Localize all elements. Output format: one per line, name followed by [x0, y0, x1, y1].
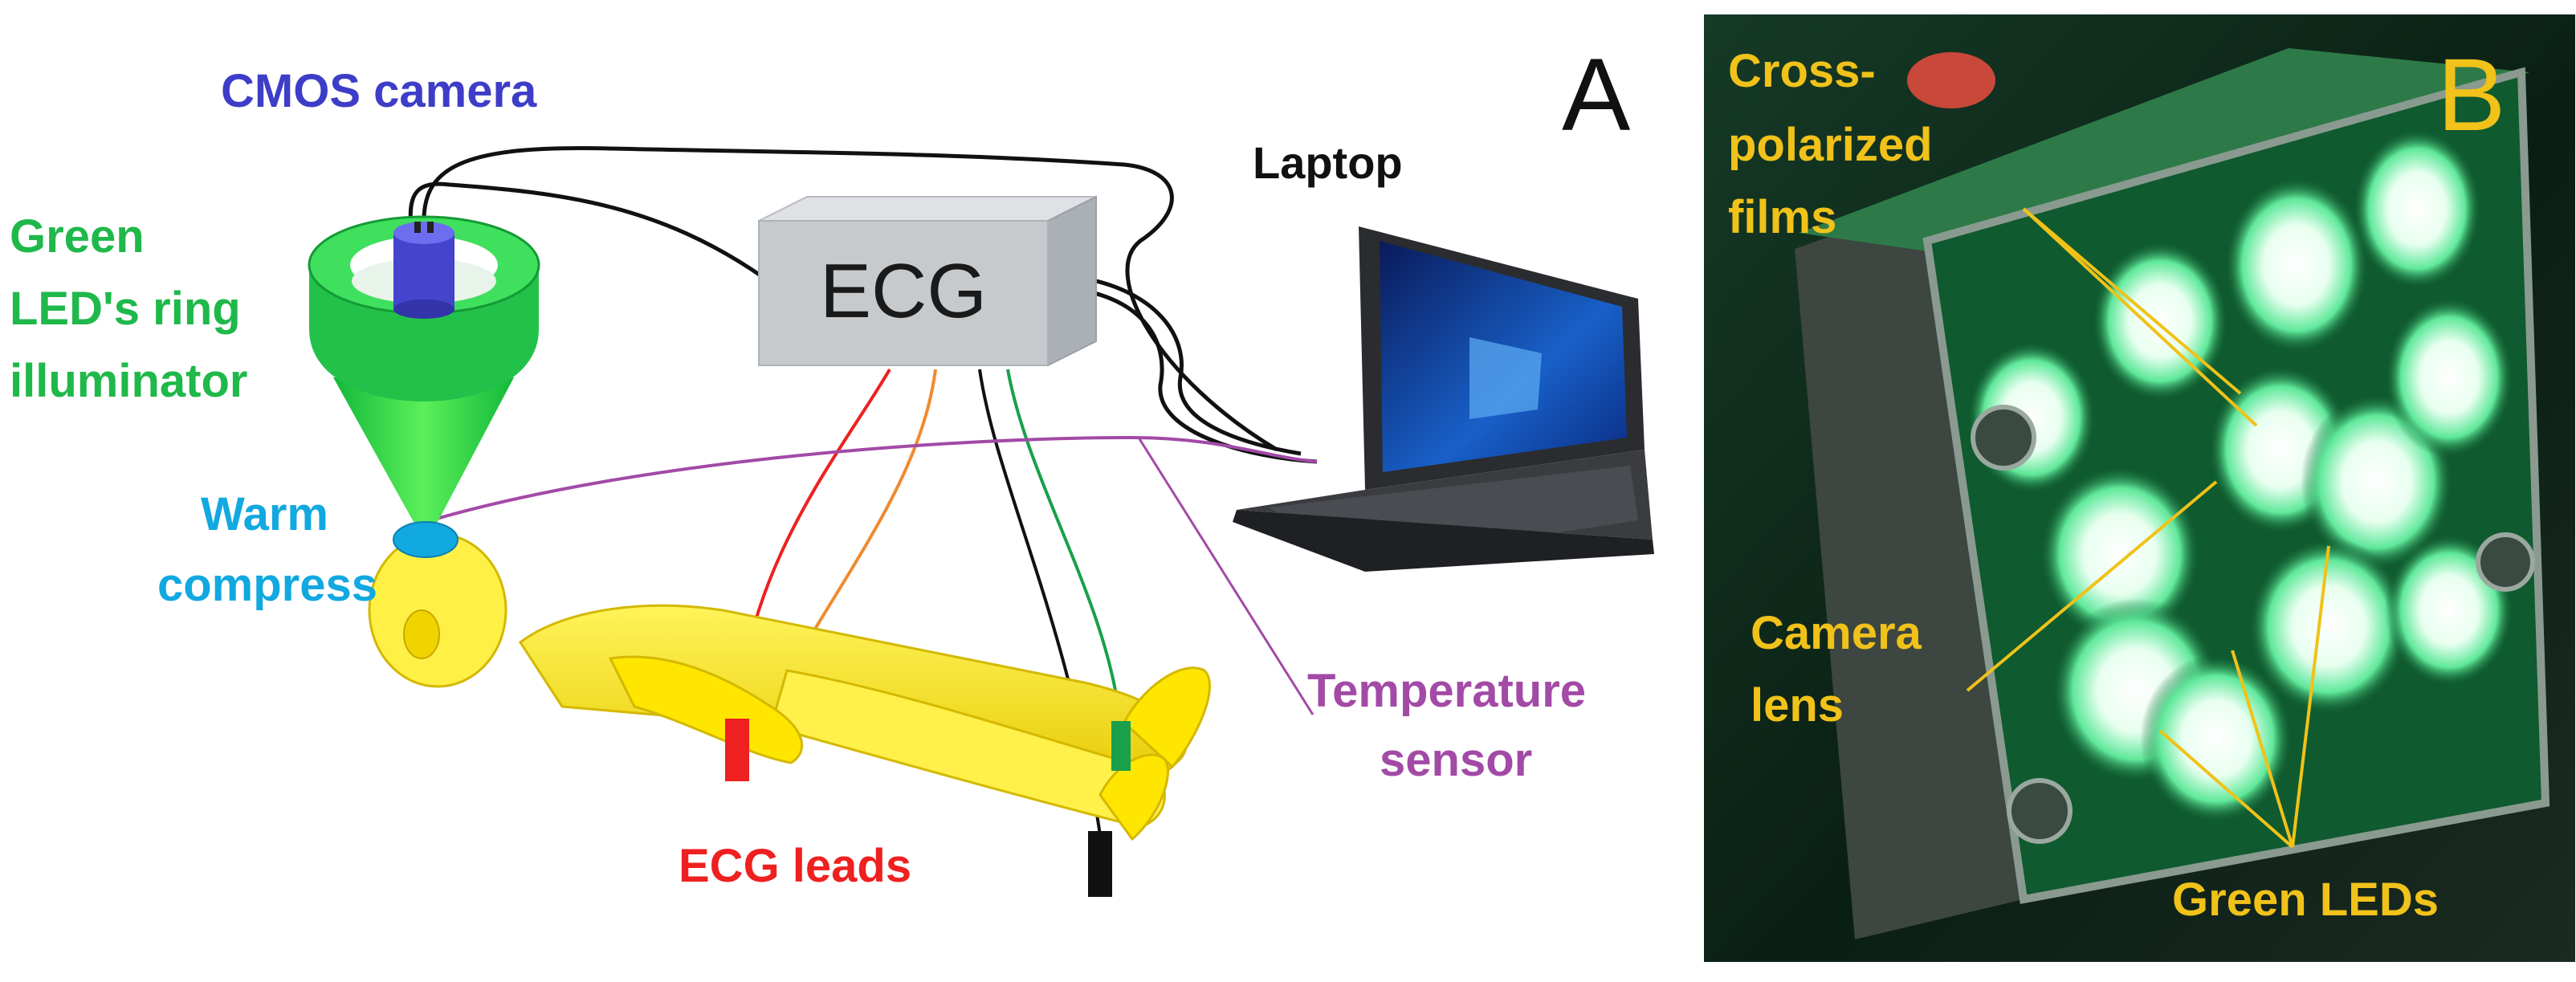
- leds-pointer-2: [2231, 650, 2294, 848]
- ring-label-line2: LED's ring: [10, 283, 241, 335]
- ecg-box-label: ECG: [820, 248, 987, 334]
- ecg-leads-label: ECG leads: [679, 840, 911, 892]
- electrode-black: [1088, 831, 1112, 897]
- device-side: [1795, 201, 2024, 939]
- lens-pointer: [1966, 480, 2218, 692]
- ring-label-line1: Green: [10, 210, 145, 263]
- mannequin: [368, 532, 1211, 841]
- light-cone: [333, 377, 514, 522]
- laptop: [1233, 226, 1654, 572]
- leds-label: Green LEDs: [2172, 874, 2439, 926]
- lens-label-line1: Camera: [1751, 607, 1922, 659]
- warm-label-line1: Warm: [201, 488, 328, 540]
- ecg-to-laptop-cable-1: [1075, 275, 1302, 456]
- temperature-pointer: [1137, 437, 1314, 715]
- mannequin-left-foot: [1123, 666, 1211, 769]
- ecg-to-laptop-cable-2: [1075, 287, 1318, 464]
- temperature-label-line1: Temperature: [1307, 665, 1586, 717]
- electrode-red: [725, 719, 749, 781]
- electrode-green: [1111, 721, 1131, 771]
- leds-pointer-3: [2291, 545, 2330, 848]
- panel-b-photo: Cross- polarized films Camera lens Green…: [1704, 14, 2575, 962]
- temperature-wire: [425, 435, 1318, 524]
- warm-compress: [393, 521, 459, 558]
- panel-b-letter: B: [2437, 38, 2505, 153]
- cmos-camera-label: CMOS camera: [221, 65, 537, 117]
- mannequin-head: [368, 532, 507, 688]
- warm-label-line2: compress: [157, 559, 377, 611]
- leds-pointer-1: [2158, 729, 2294, 849]
- films-label-line2: polarized: [1728, 119, 1933, 171]
- films-label-line1: Cross-: [1728, 45, 1876, 97]
- camera-cable-2: [408, 181, 764, 279]
- lead-wire-orange: [805, 369, 937, 644]
- ecg-box: ECG: [758, 195, 1097, 367]
- lead-wire-green: [1006, 369, 1122, 723]
- mannequin-arm: [608, 655, 804, 764]
- cmos-camera: [393, 222, 454, 319]
- films-label-line3: films: [1728, 191, 1836, 243]
- ring-label-line3: illuminator: [10, 355, 247, 407]
- device-top: [1799, 48, 2529, 265]
- panel-a: ECG: [10, 38, 1654, 897]
- films-pointer-1: [2022, 207, 2258, 427]
- temperature-label-line2: sensor: [1380, 734, 1532, 786]
- panel-a-letter: A: [1562, 38, 1631, 153]
- films-pointer-2: [2022, 207, 2242, 395]
- lens-label-line2: lens: [1751, 679, 1844, 731]
- laptop-label: Laptop: [1253, 137, 1403, 188]
